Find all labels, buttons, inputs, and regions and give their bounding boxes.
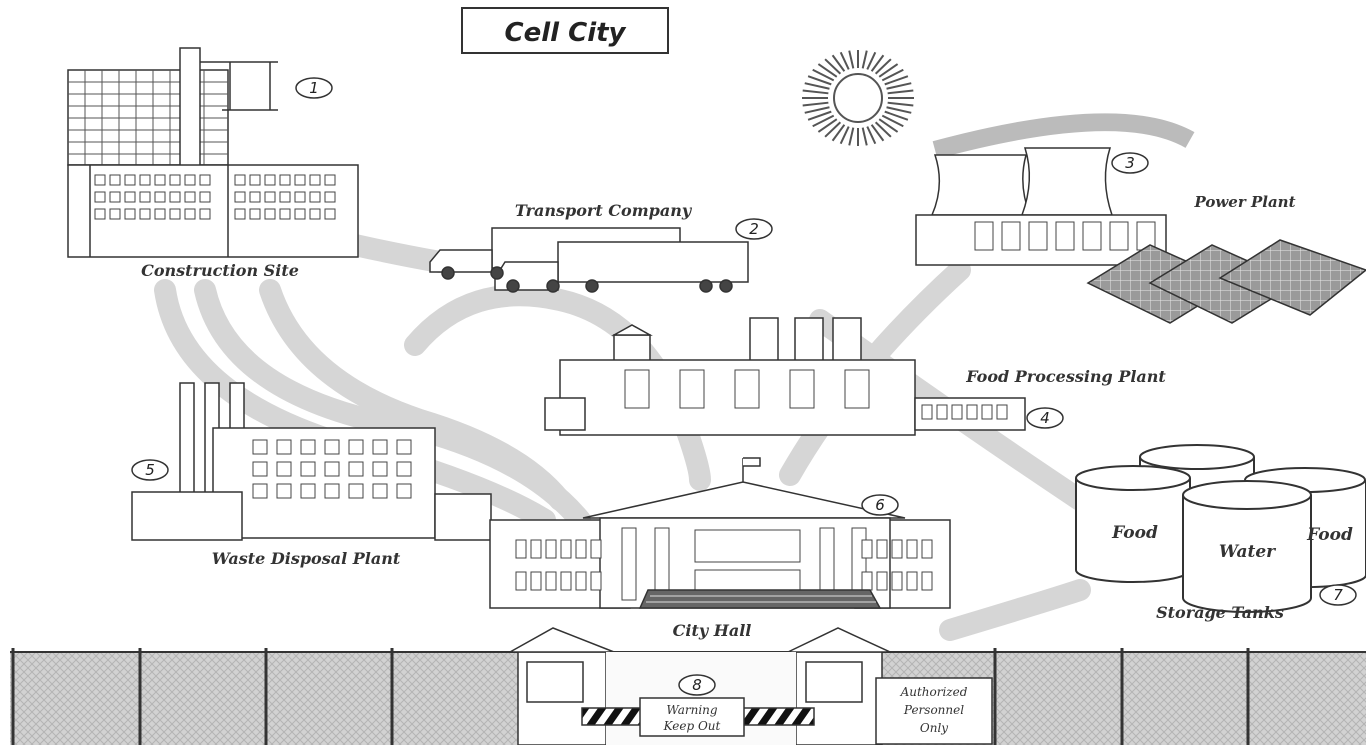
solar-panels	[1086, 239, 1366, 324]
label-construction-site: Construction Site	[141, 261, 299, 280]
tank-label-food-right: Food	[1306, 525, 1353, 545]
waste-disposal-plant	[131, 382, 492, 541]
storage-tanks	[1075, 444, 1366, 613]
number-3-badge: 3	[1111, 152, 1149, 174]
svg-text:Personnel: Personnel	[903, 703, 964, 717]
number-2-badge: 2	[735, 218, 773, 240]
svg-text:1: 1	[309, 79, 319, 97]
tank-label-food-left: Food	[1111, 523, 1158, 543]
svg-text:Warning: Warning	[666, 703, 717, 717]
transport-trucks	[429, 227, 749, 293]
svg-text:6: 6	[875, 496, 885, 514]
title-box: Cell City	[461, 7, 669, 54]
number-1-badge: 1	[295, 77, 333, 99]
svg-text:5: 5	[145, 461, 155, 479]
construction-site	[67, 47, 359, 258]
sun-icon	[802, 50, 914, 146]
label-storage-tanks: Storage Tanks	[1156, 603, 1284, 622]
tank-label-water: Water	[1219, 542, 1276, 562]
number-5-badge: 5	[131, 459, 169, 481]
number-4-badge: 4	[1026, 407, 1064, 429]
warning-sign: Warning Keep Out	[639, 697, 745, 737]
authorized-sign: Authorized Personnel Only	[875, 677, 993, 745]
city-hall	[489, 457, 951, 609]
number-7-badge: 7	[1319, 584, 1357, 606]
food-processing-plant	[544, 317, 1026, 436]
svg-text:2: 2	[749, 220, 759, 238]
label-waste-disposal-plant: Waste Disposal Plant	[212, 549, 401, 568]
svg-text:3: 3	[1125, 154, 1135, 172]
svg-text:Keep Out: Keep Out	[663, 719, 721, 733]
svg-text:Authorized: Authorized	[900, 685, 968, 699]
number-6-badge: 6	[861, 494, 899, 516]
label-transport-company: Transport Company	[515, 201, 693, 220]
page-title: Cell City	[505, 18, 627, 48]
label-food-processing-plant: Food Processing Plant	[965, 367, 1166, 386]
label-power-plant: Power Plant	[1194, 193, 1296, 211]
svg-text:7: 7	[1333, 586, 1343, 604]
label-city-hall: City Hall	[673, 621, 752, 640]
svg-text:Only: Only	[920, 721, 948, 735]
svg-text:4: 4	[1040, 409, 1050, 427]
svg-text:8: 8	[692, 676, 702, 694]
power-plant	[915, 113, 1195, 266]
number-8-badge: 8	[678, 674, 716, 696]
